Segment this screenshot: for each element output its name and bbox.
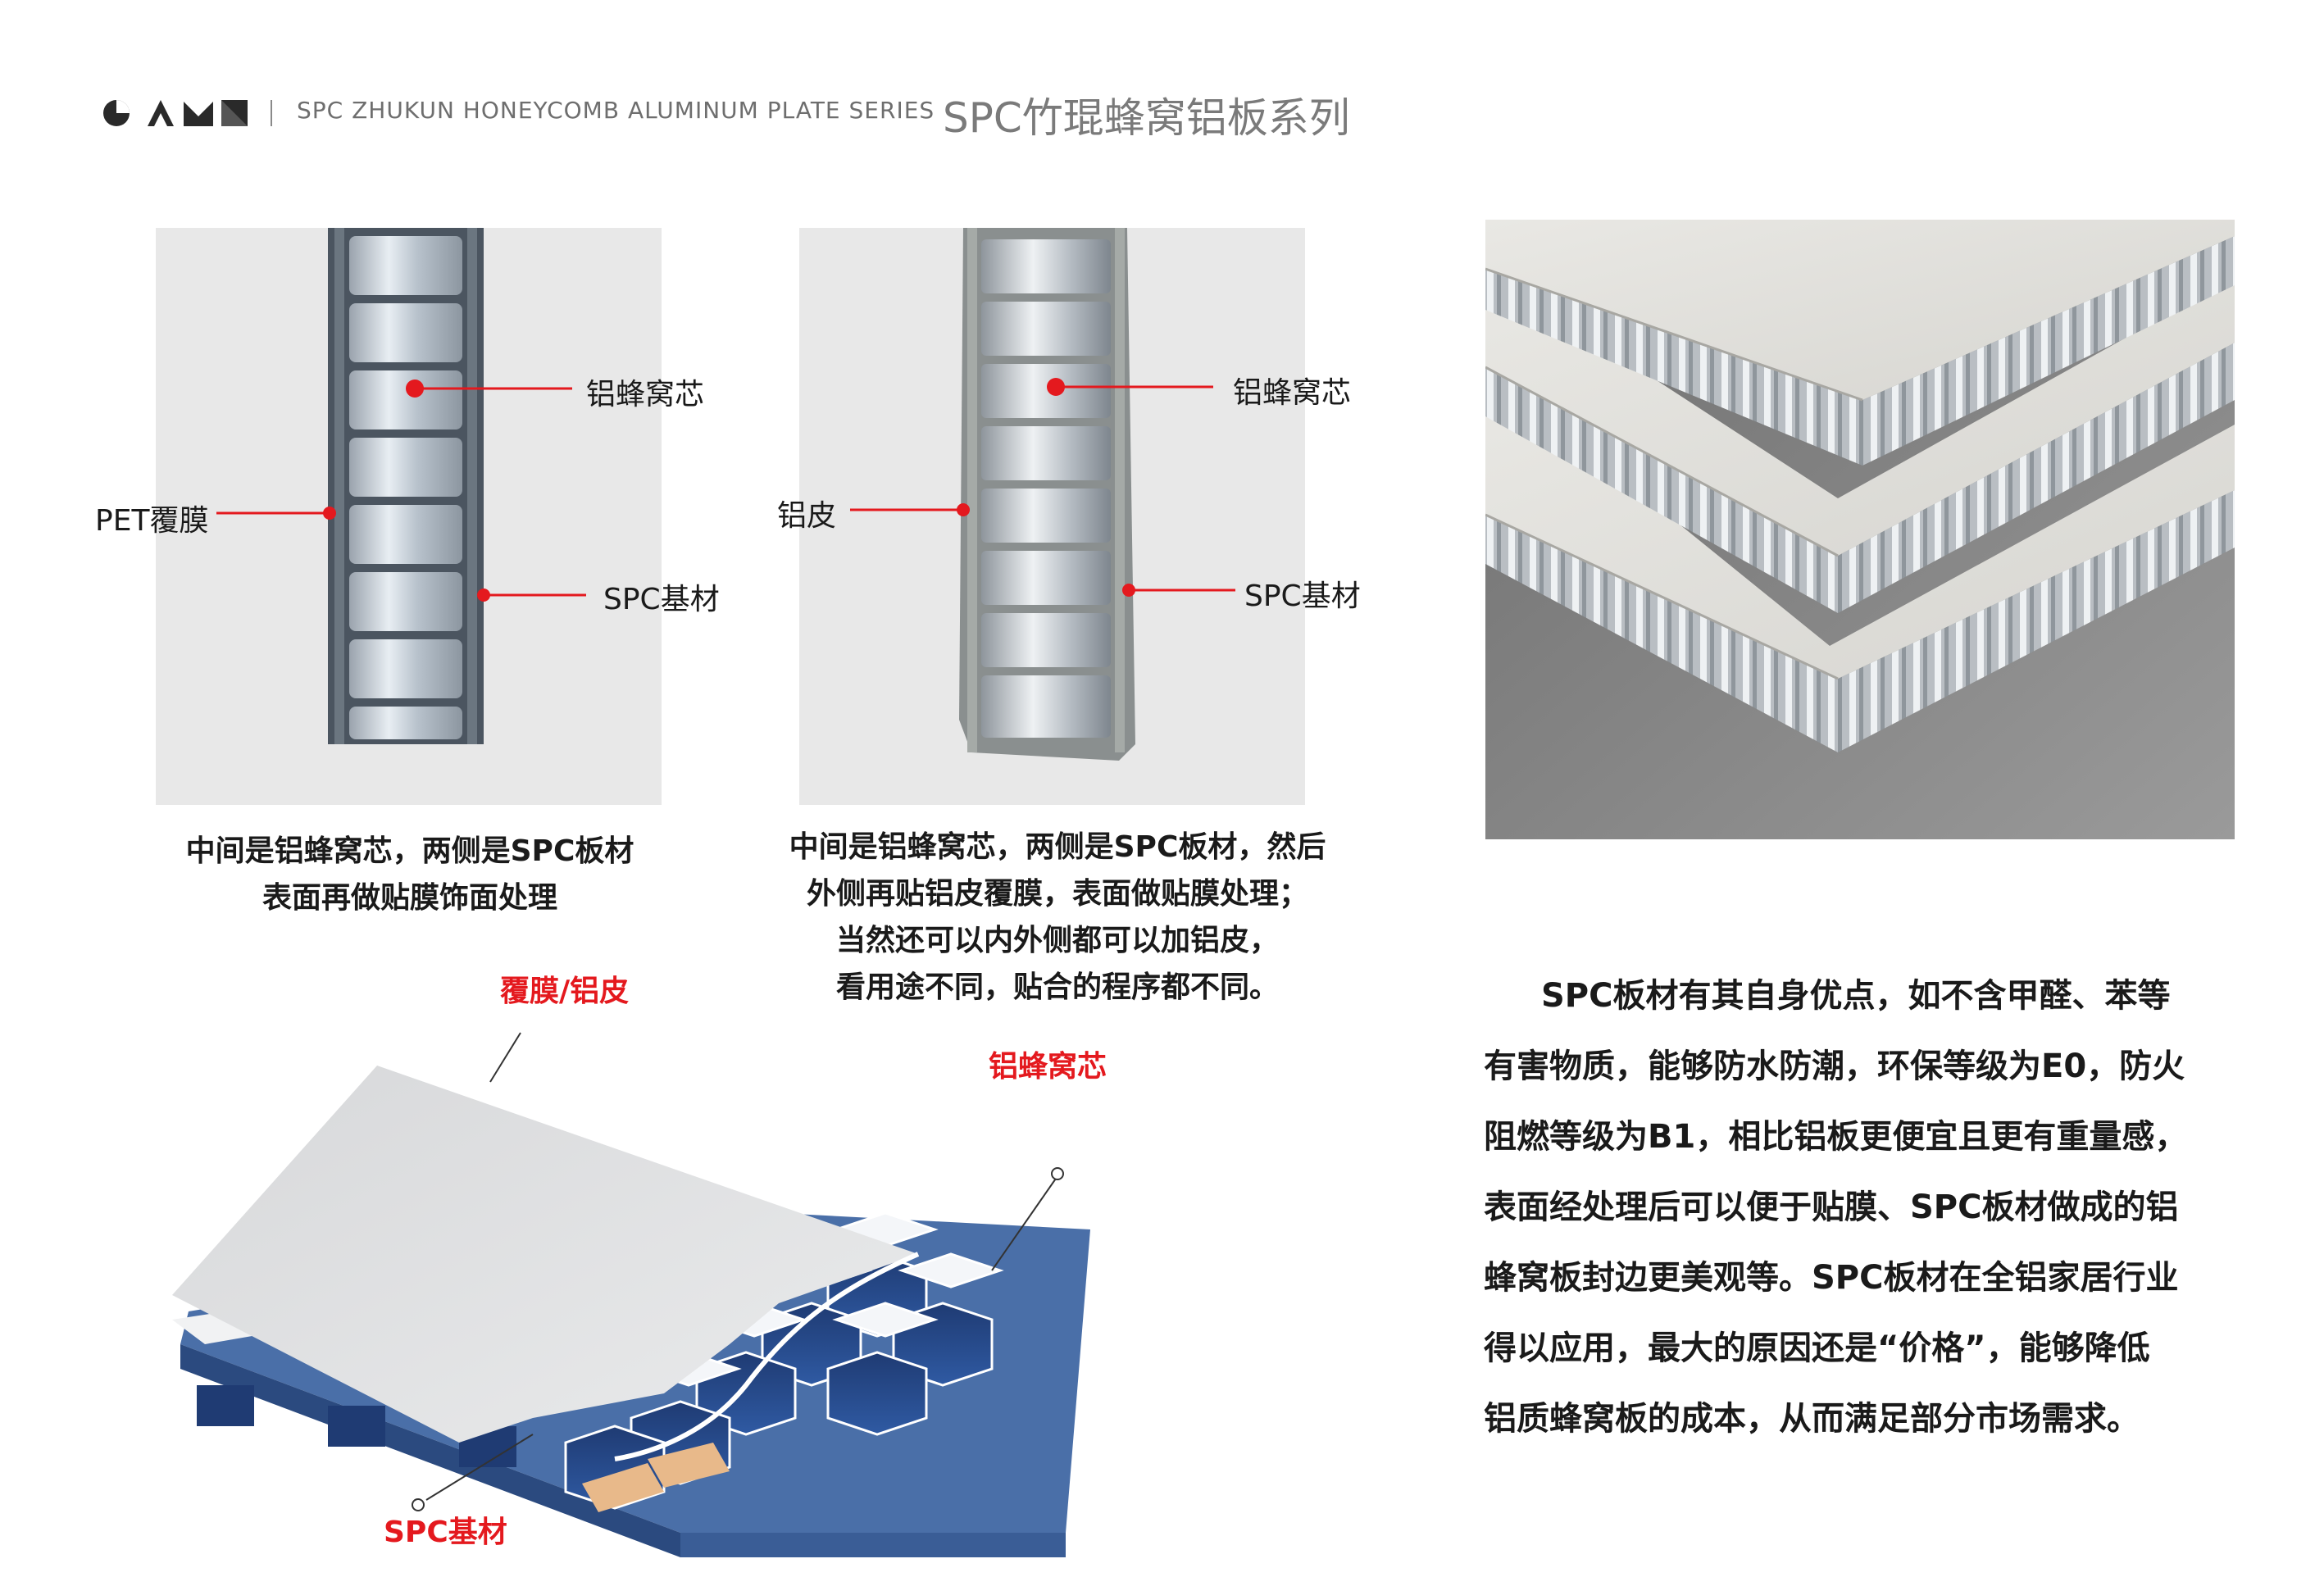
- exploded-layer-diagram: [172, 1032, 1090, 1557]
- label-aluminum-skin: 铝皮: [777, 499, 837, 533]
- caption-panel-2: 中间是铝蜂窝芯，两侧是SPC板材，然后 外侧再贴铝皮覆膜，表面做贴膜处理； 当然…: [789, 830, 1326, 1004]
- brand-logo: [103, 100, 248, 126]
- label-film-skin: 覆膜/铝皮: [500, 975, 630, 1008]
- label-spc-base-diagram: SPC基材: [384, 1516, 507, 1549]
- label-core-diagram: 铝蜂窝芯: [989, 1050, 1107, 1084]
- label-core-2: 铝蜂窝芯: [1233, 376, 1352, 410]
- label-pet-film: PET覆膜: [95, 504, 209, 538]
- label-spc-base-1: SPC基材: [603, 583, 720, 616]
- description-paragraph: SPC板材有其自身优点，如不含甲醛、苯等 有害物质，能够防水防潮，环保等级为E0…: [1484, 977, 2188, 1438]
- label-core-1: 铝蜂窝芯: [586, 378, 705, 411]
- header-divider: [271, 100, 272, 126]
- label-spc-base-2: SPC基材: [1244, 579, 1361, 613]
- header-english-title: SPC ZHUKUN HONEYCOMB ALUMINUM PLATE SERI…: [297, 97, 935, 124]
- caption-panel-1: 中间是铝蜂窝芯，两侧是SPC板材 表面再做贴膜饰面处理: [185, 834, 634, 915]
- cross-section-photo-aluminum-skin: [799, 228, 1305, 805]
- cross-section-photo-pet: [156, 228, 662, 805]
- header-chinese-title: SPC竹琨蜂窝铝板系列: [943, 94, 1350, 142]
- stacked-panels-photo: [1485, 220, 2235, 839]
